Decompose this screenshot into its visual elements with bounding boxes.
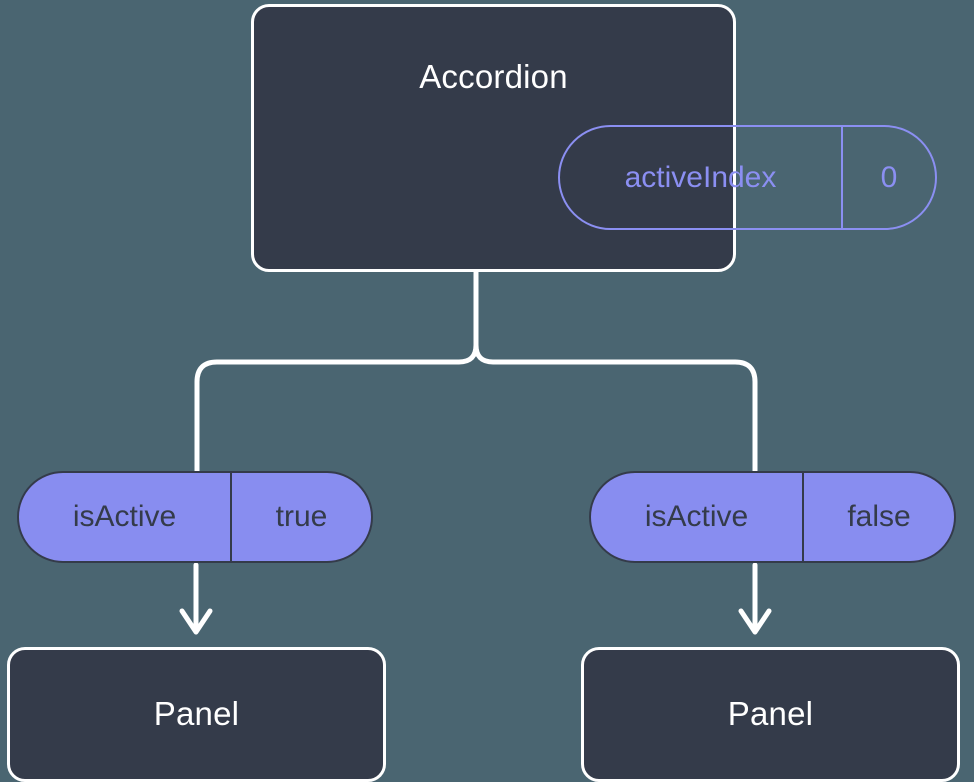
state-pill-value: 0	[880, 160, 898, 194]
state-pill-active-index[interactable]: activeIndex 0	[558, 125, 937, 230]
connector-branch-right	[473, 342, 758, 474]
panel-title: Panel	[153, 695, 240, 732]
panel-component-box-right[interactable]: Panel	[581, 647, 960, 782]
connector-branch-left	[194, 342, 479, 474]
panel-title: Panel	[727, 695, 814, 732]
state-pill-key: activeIndex	[560, 127, 843, 228]
prop-pill-is-active-false[interactable]: isActive false	[589, 471, 956, 563]
prop-pill-key: isActive	[591, 473, 804, 561]
prop-pill-value: true	[275, 500, 328, 533]
arrow-left-pill-to-panel	[179, 562, 213, 635]
prop-pill-key: isActive	[19, 473, 232, 561]
accordion-title: Accordion	[419, 58, 568, 95]
prop-pill-is-active-true[interactable]: isActive true	[17, 471, 373, 563]
arrow-right-pill-to-panel	[738, 562, 772, 635]
accordion-component-box[interactable]: Accordion activeIndex 0	[251, 4, 937, 272]
panel-component-box-left[interactable]: Panel	[7, 647, 386, 782]
prop-pill-value: false	[847, 500, 911, 533]
